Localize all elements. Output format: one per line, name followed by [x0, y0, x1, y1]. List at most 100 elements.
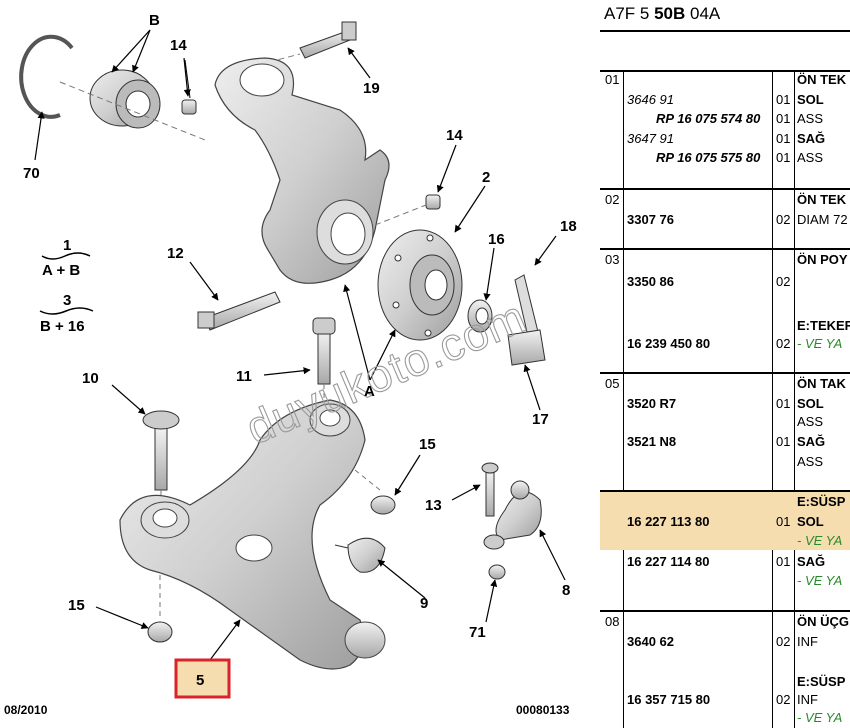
wheel-hub: [377, 229, 463, 341]
part-ref: 3521 N8: [627, 434, 677, 449]
part-ref: 16 227 113 80: [627, 514, 710, 529]
part-name: E:SÜSP: [797, 494, 846, 509]
row-highlight: [600, 492, 850, 550]
col-divider: [772, 70, 773, 728]
lower-control-arm: [119, 399, 386, 670]
part-desc: ASS: [797, 414, 824, 429]
nut-14-top: [181, 59, 197, 115]
callout-b: B: [149, 12, 160, 29]
callout-10: 10: [82, 370, 99, 387]
callout-5: 5: [196, 672, 204, 689]
part-name: ÖN TEK: [797, 192, 847, 207]
assembly-legend: 1 A + B 3 B + 16: [39, 237, 94, 335]
part-desc: INF: [797, 634, 818, 649]
nut-14-mid: [374, 194, 441, 226]
part-note: E:SÜSP: [797, 674, 846, 689]
legend-3-expr: B + 16: [40, 318, 85, 335]
part-ref: 16 239 450 80: [627, 336, 711, 351]
nut-15-left: [147, 575, 173, 643]
qty: 01: [776, 514, 791, 529]
callout-71: 71: [469, 624, 486, 641]
table-row[interactable]: 03 ÖN POY 3350 86 02 E:TEKER 16 239 450 …: [600, 250, 850, 374]
side: SOL: [797, 514, 824, 529]
part-5-highlight[interactable]: 5: [174, 658, 231, 699]
callout-9: 9: [420, 595, 428, 612]
callout-11: 11: [236, 368, 252, 385]
table-row[interactable]: 05 ÖN TAK 3520 R7 01 SOL ASS 3521 N8 01 …: [600, 374, 850, 492]
table-title: A7F 5 50B 04A: [604, 4, 721, 23]
steering-knuckle: [214, 57, 390, 284]
part-note: - VE YA: [797, 533, 843, 548]
bolt-11: [312, 317, 336, 410]
bolt-10: [142, 410, 180, 505]
qty: 02: [776, 634, 791, 649]
col-divider: [623, 70, 624, 728]
qty: 01: [776, 111, 791, 126]
part-name: ÖN TEK: [797, 72, 847, 87]
qty: 01: [776, 396, 791, 411]
part-note: E:TEKER: [797, 318, 850, 333]
part-desc: INF: [797, 692, 818, 707]
part-ref: 3640 62: [627, 634, 674, 649]
part-ref: 3520 R7: [627, 396, 677, 411]
part-desc: ASS: [797, 150, 824, 165]
hub-nut-16: [467, 299, 493, 333]
part-desc: ASS: [797, 454, 824, 469]
callout-8: 8: [562, 582, 570, 599]
qty: 02: [776, 336, 791, 351]
col-divider: [794, 70, 795, 728]
row-number: 08: [605, 614, 620, 629]
legend-1-expr: A + B: [42, 262, 80, 279]
cotter-pin-18: [507, 274, 546, 366]
leader-lines: [34, 29, 566, 661]
table-row-highlighted[interactable]: E:SÜSP 16 227 113 80 01 SOL - VE YA 16 2…: [600, 492, 850, 612]
side: SOL: [797, 92, 824, 107]
parts-diagram: duyukoto.com B 14 19 70 14 2 12 16 18 11…: [4, 12, 577, 717]
callout-14a: 14: [170, 37, 187, 54]
qty: 01: [776, 434, 791, 449]
part-name: ÖN TAK: [797, 376, 846, 391]
part-ref: 16 227 114 80: [627, 554, 710, 569]
callout-15a: 15: [419, 436, 436, 453]
side: SAĞ: [797, 131, 826, 146]
part-ref: 3647 91: [627, 131, 674, 146]
qty: 01: [776, 131, 791, 146]
part-ref: RP 16 075 575 80: [656, 150, 761, 165]
row-number: 05: [605, 376, 620, 391]
legend-1-number: 1: [63, 237, 71, 254]
callout-70: 70: [23, 165, 40, 182]
callout-15b: 15: [68, 597, 85, 614]
part-desc: ASS: [797, 111, 824, 126]
table-header-frame: [600, 30, 850, 72]
part-name: ÖN POY: [797, 252, 848, 267]
part-name: ÖN ÜÇG: [797, 614, 849, 629]
callout-14b: 14: [446, 127, 463, 144]
legend-3-number: 3: [63, 292, 71, 309]
qty: 01: [776, 554, 791, 569]
side: SAĞ: [797, 434, 826, 449]
bracket-9: [334, 537, 386, 573]
ball-joint-8: [481, 462, 542, 580]
part-note: - VE YA: [797, 573, 843, 588]
side: SAĞ: [797, 554, 826, 569]
table-row[interactable]: 02 ÖN TEK 3307 76 02 DIAM 72: [600, 190, 850, 250]
qty: 01: [776, 92, 791, 107]
callout-13: 13: [425, 497, 442, 514]
qty: 02: [776, 212, 791, 227]
callout-18: 18: [560, 218, 577, 235]
row-number: 01: [605, 72, 620, 87]
row-number: 02: [605, 192, 620, 207]
nut-15-right: [354, 469, 396, 515]
side: SOL: [797, 396, 824, 411]
diagram-code: 00080133: [516, 703, 570, 717]
table-row[interactable]: 01 ÖN TEK 3646 91 01 SOL RP 16 075 574 8…: [600, 70, 850, 190]
parts-table: A7F 5 50B 04A 01 ÖN TEK 3646 91 01 SOL R…: [600, 0, 850, 728]
wheel-bearing: [59, 69, 206, 141]
part-ref: 3307 76: [627, 212, 674, 227]
diagram-date: 08/2010: [4, 703, 48, 717]
qty: 02: [776, 692, 791, 707]
table-row[interactable]: 08 ÖN ÜÇG 3640 62 02 INF E:SÜSP 16 357 7…: [600, 612, 850, 728]
callout-19: 19: [363, 80, 380, 97]
part-note: - VE YA: [797, 336, 843, 351]
part-ref: 16 357 715 80: [627, 692, 711, 707]
